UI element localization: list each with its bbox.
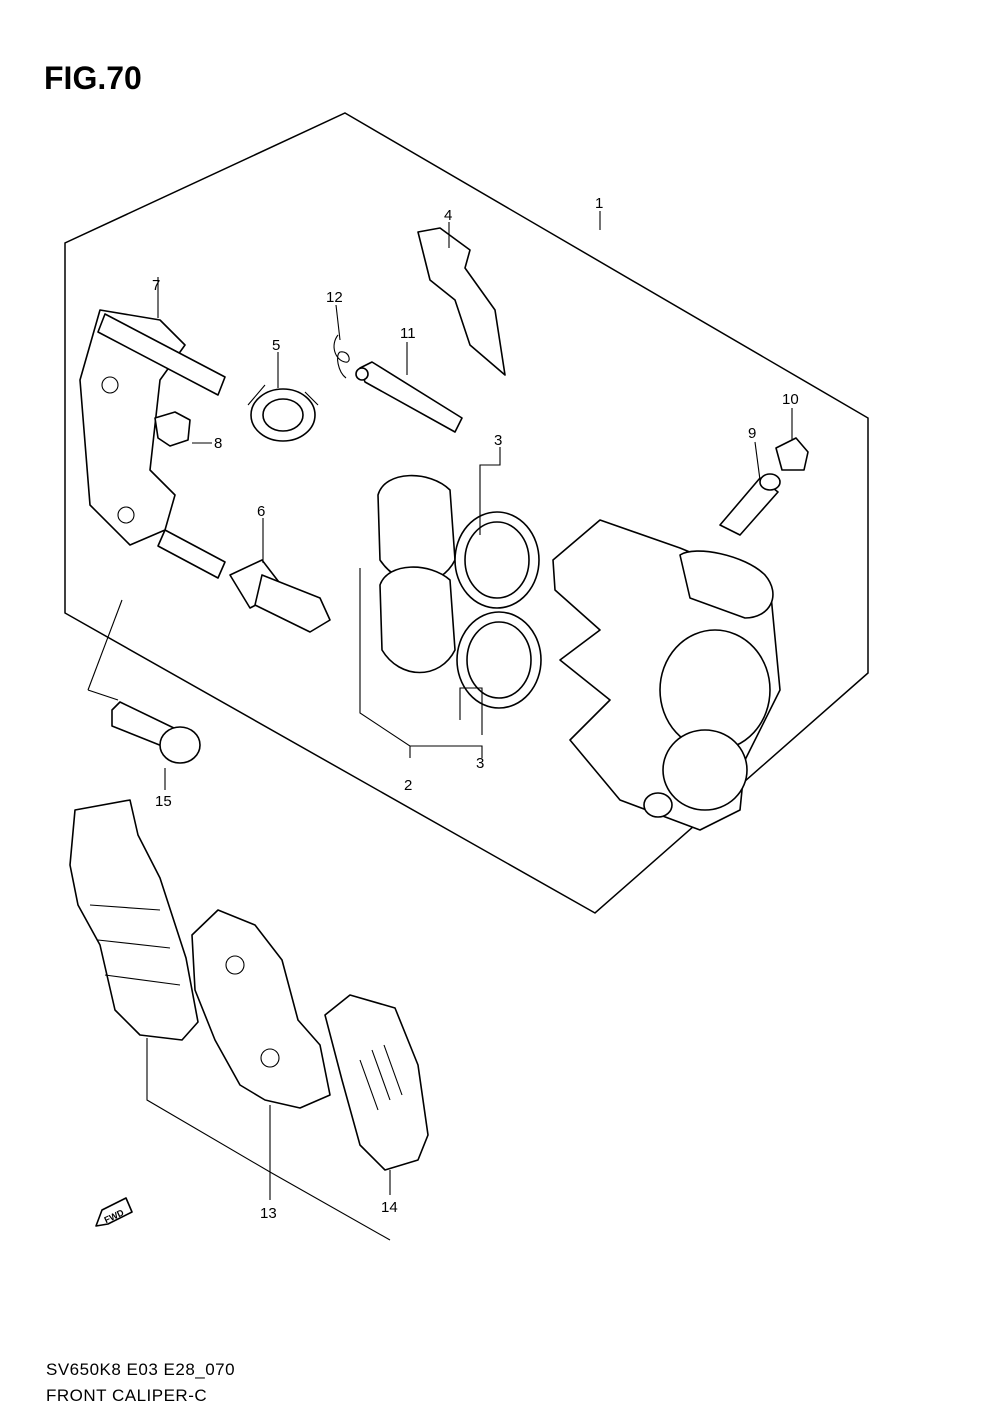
pistons — [377, 474, 456, 674]
caliper-bracket — [79, 309, 226, 579]
piston-seals — [454, 511, 542, 709]
callout-7: 7 — [152, 277, 160, 294]
callout-6: 6 — [257, 503, 265, 520]
mounting-bolt — [111, 701, 201, 764]
pin-clip — [333, 334, 350, 379]
callout-2: 2 — [404, 777, 412, 794]
pad-spring — [417, 227, 506, 376]
callout-11: 11 — [400, 325, 416, 342]
callout-10: 10 — [782, 391, 799, 408]
callout-5: 5 — [272, 337, 280, 354]
pad-shim — [191, 909, 331, 1109]
callout-15: 15 — [155, 793, 172, 810]
pad-insulator — [324, 994, 429, 1171]
callout-13: 13 — [260, 1205, 277, 1222]
bleeder-valve — [719, 473, 781, 536]
fwd-arrow: FWD — [95, 1197, 133, 1227]
callout-3-lower: 3 — [476, 755, 484, 772]
callout-12: 12 — [326, 289, 343, 306]
pad-clip — [154, 411, 191, 447]
callout-14: 14 — [381, 1199, 398, 1216]
assembly-boundary — [64, 112, 869, 914]
callout-4: 4 — [444, 207, 452, 224]
bleeder-cap — [775, 437, 809, 471]
figure-title: FIG.70 — [44, 60, 142, 96]
caliper-body — [552, 519, 781, 831]
pad-pin — [359, 361, 463, 433]
diagram-code: SV650K8 E03 E28_070 — [46, 1360, 236, 1379]
callout-8: 8 — [214, 435, 222, 452]
sleeve-boot — [247, 384, 319, 442]
brake-pad — [69, 799, 199, 1041]
rubber-boot — [229, 559, 331, 633]
callout-9: 9 — [748, 425, 756, 442]
callout-3-upper: 3 — [494, 432, 502, 449]
diagram-name: FRONT CALIPER-C — [46, 1386, 208, 1405]
callout-1: 1 — [595, 195, 603, 212]
